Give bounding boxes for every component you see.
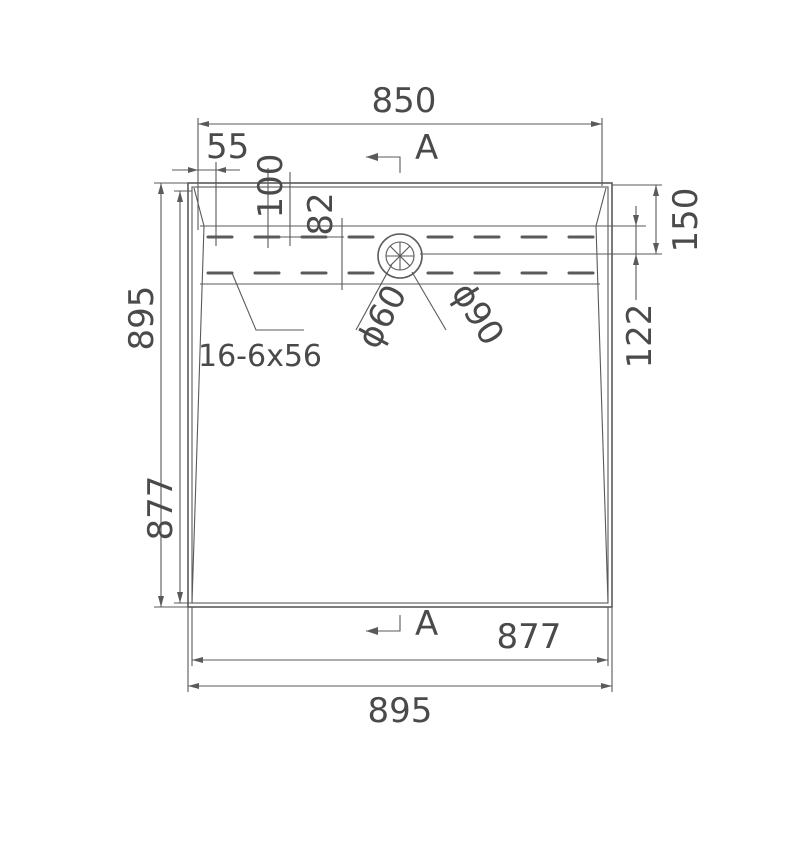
dimension-right-150: 150 — [420, 184, 706, 255]
dimension-bottom-895: 895 — [187, 607, 613, 731]
dimension-100: 100 — [251, 154, 296, 248]
dimension-left-877: 877 — [141, 190, 192, 604]
label-877-bottom: 877 — [497, 617, 562, 657]
label-895-bottom: 895 — [368, 691, 433, 731]
section-label-top: A — [415, 128, 438, 168]
label-dia-90: ϕ90 — [443, 276, 512, 353]
dimension-55: 55 — [172, 127, 249, 246]
label-150: 150 — [666, 188, 706, 253]
dimension-bottom-877: 877 — [191, 607, 609, 666]
label-122: 122 — [620, 304, 660, 369]
section-mark-top: A — [366, 128, 438, 173]
section-mark-bottom: A — [366, 604, 438, 644]
dimension-top-850: 850 — [197, 81, 603, 230]
dimension-right-122: 122 — [340, 206, 660, 368]
label-100: 100 — [251, 154, 291, 219]
dimension-left-895: 895 — [122, 182, 190, 608]
section-label-bottom: A — [415, 604, 438, 644]
slot-callout: 16-6x56 — [198, 272, 322, 374]
label-55: 55 — [206, 127, 249, 167]
label-82: 82 — [301, 192, 341, 235]
label-slots: 16-6x56 — [198, 339, 322, 374]
drain-outlet — [377, 233, 423, 279]
label-850: 850 — [372, 81, 437, 121]
label-877-left: 877 — [141, 476, 181, 541]
label-dia-60: ϕ60 — [349, 278, 415, 355]
dimension-82: 82 — [296, 192, 344, 290]
label-895-left: 895 — [122, 286, 162, 351]
